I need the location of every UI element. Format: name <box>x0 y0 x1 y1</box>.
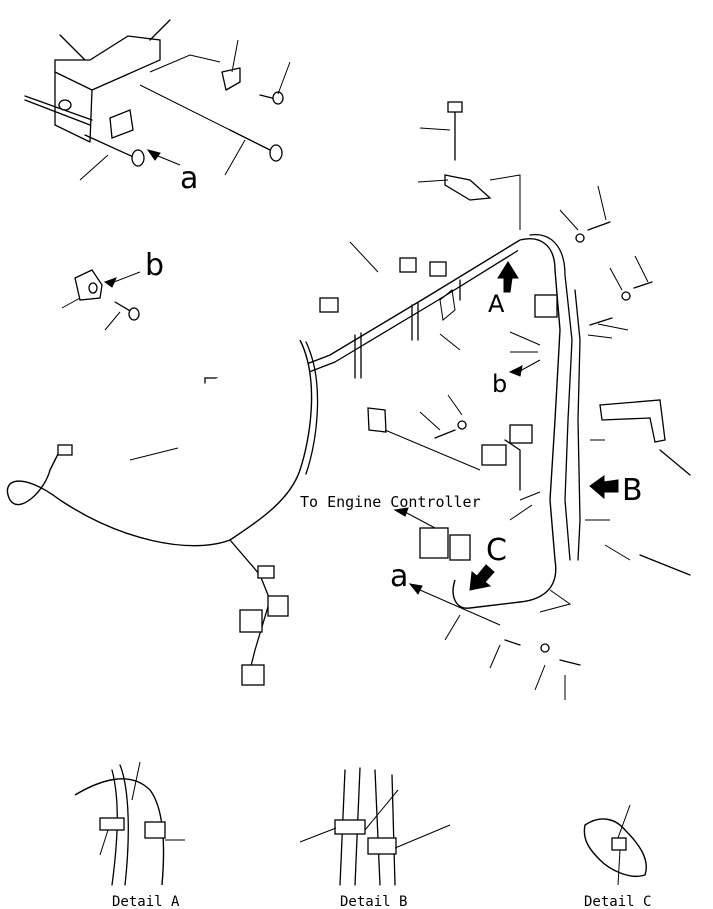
leader-lines <box>129 127 649 700</box>
arrow-a-bottom <box>408 583 501 626</box>
detail-a-drawing <box>74 761 185 886</box>
label-a-top: a <box>180 161 198 196</box>
label-C-arrow: C <box>486 533 507 568</box>
detail-c-drawing <box>583 804 647 886</box>
bracket-b-left <box>61 269 141 331</box>
label-detail-c: Detail C <box>584 894 651 909</box>
top-left-bracket <box>24 19 291 167</box>
arrow-A <box>497 261 519 293</box>
label-A-arrow: A <box>488 290 505 318</box>
arrow-C <box>469 564 495 591</box>
label-B-arrow: B <box>622 473 643 508</box>
arrow-to-engine <box>393 507 436 529</box>
label-detail-a: Detail A <box>112 894 180 909</box>
arrow-a-top <box>146 149 181 166</box>
label-b-left: b <box>145 248 164 283</box>
wire-harness <box>6 101 691 686</box>
label-a-bottom: a <box>390 559 408 594</box>
arrow-B <box>589 475 619 500</box>
label-to-engine-controller: To Engine Controller <box>300 493 481 511</box>
arrow-b-mid <box>508 359 541 377</box>
label-detail-b: Detail B <box>340 894 407 909</box>
detail-b-drawing <box>299 767 451 886</box>
label-b-mid: b <box>492 370 507 398</box>
